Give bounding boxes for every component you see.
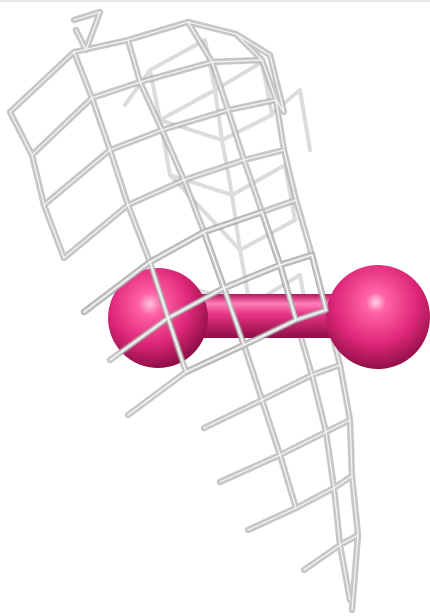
top-divider: [0, 0, 430, 2]
ligand-atom-right[interactable]: [326, 265, 430, 369]
mesh-front-strands: [80, 208, 330, 419]
